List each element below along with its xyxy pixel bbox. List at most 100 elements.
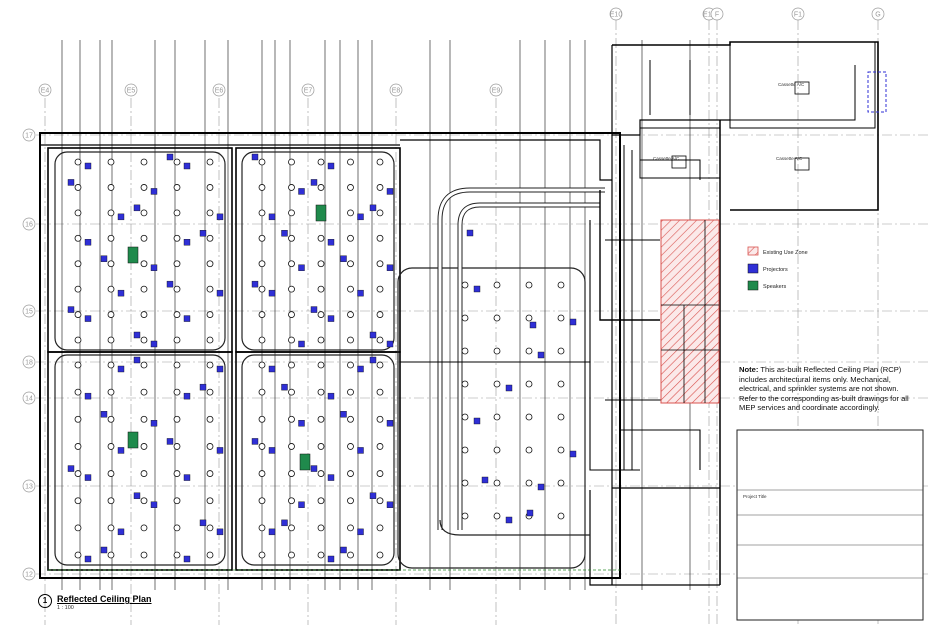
light-fixture [288,234,295,242]
light-fixture [258,209,266,217]
light-fixture [525,446,533,454]
projector [117,289,125,297]
light-fixture [461,347,469,355]
light-fixture [347,158,354,166]
projector [298,264,305,271]
light-fixture [74,361,82,369]
light-fixture [258,234,266,242]
legend: Existing Use Zone Projectors Speakers [747,246,808,291]
projector [369,492,377,499]
projector [100,411,108,418]
light-fixture [557,314,565,322]
light-fixture [493,281,501,289]
projector [183,239,191,246]
legend-label-projectors: Projectors [763,267,788,273]
light-fixture [206,497,214,505]
light-fixture [206,158,214,166]
light-fixture [173,311,181,318]
light-fixture [258,497,266,505]
light-fixture [557,413,565,421]
projector [357,289,364,297]
grid-bubble-row-18 [22,355,36,369]
projector [84,474,92,481]
light-fixture [107,184,115,191]
light-fixture [317,285,325,293]
light-fixture [317,234,325,242]
projector [84,315,92,322]
projector [150,264,158,271]
light-fixture [107,260,115,268]
light-fixture [376,285,384,293]
projector [298,340,305,348]
light-fixture [107,336,115,344]
note-body: This as-built Reflected Ceiling Plan (RC… [739,365,909,413]
projector [150,188,158,195]
grid-label-col-e8: E8 [392,88,401,95]
projector [537,483,545,491]
projector [268,289,276,297]
light-fixture [525,281,533,289]
projector [100,546,108,554]
light-fixture [107,415,115,423]
light-fixture [107,209,115,217]
projector [183,392,191,400]
light-fixture [288,388,295,396]
projector [84,555,92,563]
projector [537,351,545,359]
light-fixture [74,551,82,559]
projector [166,153,174,161]
light-fixture [107,285,115,293]
projector [386,340,394,348]
light-fixture [173,388,181,396]
grid-label-col-f: F [715,12,719,19]
projector [281,230,288,237]
light-fixture [206,336,214,344]
grid-label-col-e4: E4 [41,88,50,95]
light-fixture [107,470,115,477]
light-fixture [173,497,181,505]
projector [216,447,224,454]
light-fixture [288,361,295,369]
light-fixture [493,512,501,520]
light-fixture [206,415,214,423]
light-fixture [347,311,354,318]
legend-label-existing-zone: Existing Use Zone [763,250,808,256]
light-fixture [74,336,82,344]
light-fixture [347,470,354,477]
legend-swatch-existing-zone [747,246,759,256]
equipment-labels: Cassette A/C Cassette A/C Cassette A/C [653,82,805,161]
light-fixture [461,479,469,487]
grid-bubble-col-e8 [389,83,403,97]
grid-bubble-col-e6 [212,83,226,97]
light-fixture [288,415,295,423]
speaker [127,246,139,264]
light-fixture [317,524,325,532]
projector [340,411,347,418]
light-fixture [173,285,181,293]
light-fixture [107,158,115,166]
light-fixture [107,524,115,532]
light-fixture [258,361,266,369]
light-fixture [206,285,214,293]
light-fixture [107,361,115,369]
grid-label-col-g: G [875,12,880,19]
light-fixture [461,512,469,520]
projector [281,383,288,391]
projector [117,213,125,221]
light-fixture [317,415,325,423]
grid-label-col-e6: E6 [215,88,224,95]
light-fixture [347,388,354,396]
light-fixture [376,158,384,166]
projector [473,285,481,293]
grid-bubble-col-g [871,7,885,21]
projector [310,465,318,472]
light-fixture [173,415,181,423]
speaker [127,431,139,449]
light-fixture [258,551,266,559]
projector [268,213,276,221]
light-fixture [74,443,82,450]
light-fixture [140,184,148,191]
light-fixture [525,380,533,388]
light-fixture [74,234,82,242]
projector [150,501,158,508]
